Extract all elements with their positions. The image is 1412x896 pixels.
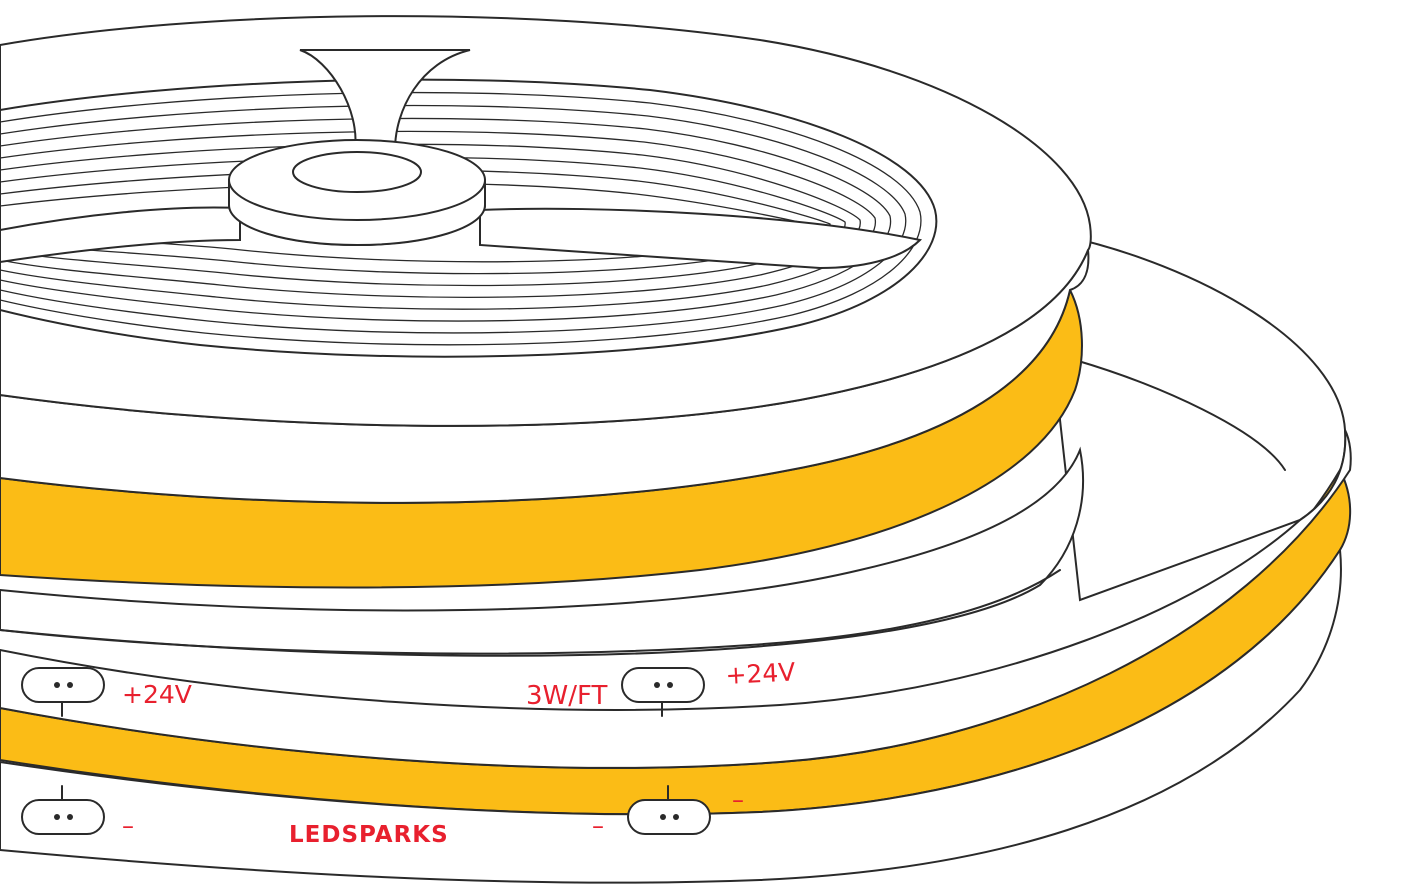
front-reel bbox=[0, 15, 1092, 657]
outer-strip-lower-body bbox=[0, 547, 1342, 884]
label-power-rating: 3W/FT bbox=[526, 681, 608, 711]
label-plus-24v-right: +24V bbox=[725, 657, 796, 690]
solder-pad-bottom-right bbox=[627, 785, 711, 835]
solder-pad-top-right bbox=[621, 667, 705, 717]
front-reel-lower-layers bbox=[0, 446, 1084, 657]
reel-hub-hole bbox=[292, 151, 422, 193]
label-minus-right: – bbox=[732, 786, 744, 814]
connector-pads bbox=[21, 667, 711, 835]
back-reel-inner-edge bbox=[1074, 359, 1286, 471]
label-plus-24v-left: +24V bbox=[122, 680, 192, 709]
label-brand: LEDSPARKS bbox=[289, 822, 449, 848]
reel-spoke-left bbox=[0, 206, 241, 264]
front-reel-layer-line bbox=[0, 569, 1061, 655]
solder-pad-bottom-left bbox=[21, 785, 105, 835]
outer-strip-upper-body bbox=[0, 429, 1352, 769]
back-reel bbox=[0, 233, 1352, 884]
solder-pad-top-left bbox=[21, 667, 105, 717]
label-minus-left: – bbox=[122, 812, 134, 840]
label-minus-mid: – bbox=[592, 812, 604, 840]
reel-spoke-right bbox=[479, 207, 923, 270]
